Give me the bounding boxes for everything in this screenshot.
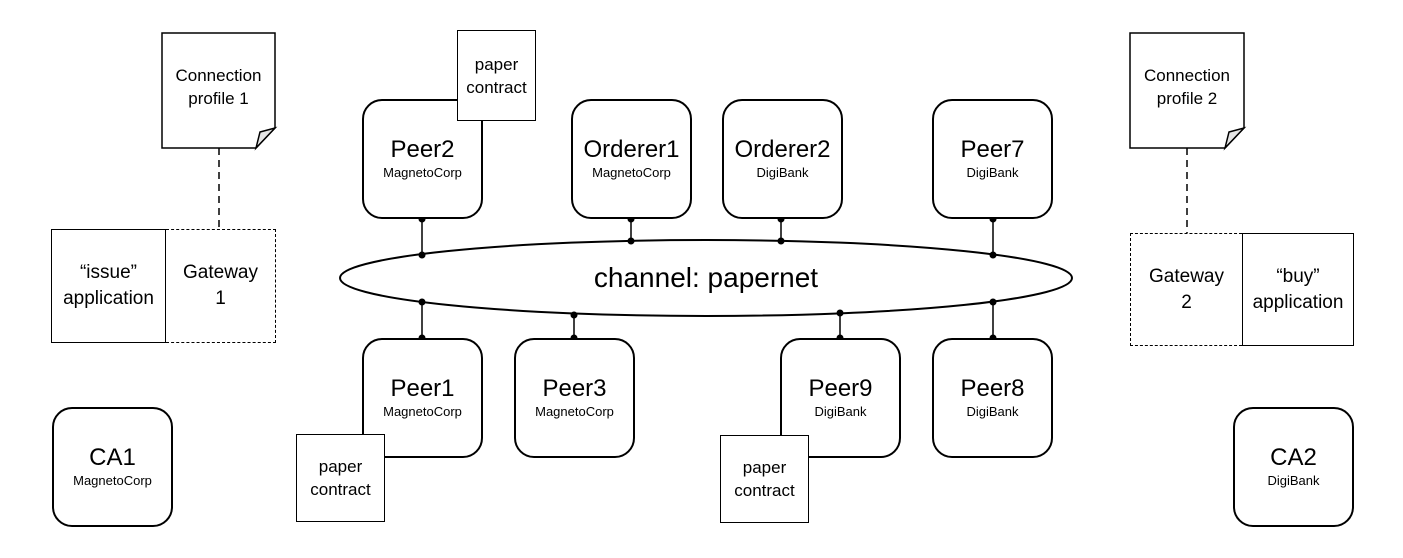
peer8-node: Peer8 DigiBank bbox=[932, 338, 1053, 458]
connection-profile-1-line1: Connection bbox=[175, 66, 262, 85]
connection-profile-2-line1: Connection bbox=[1143, 66, 1230, 85]
junction-dot bbox=[777, 237, 785, 245]
ca2-node: CA2 DigiBank bbox=[1233, 407, 1354, 527]
paper-contract-peer2: paper contract bbox=[457, 30, 536, 121]
peer7-node: Peer7 DigiBank bbox=[932, 99, 1053, 219]
peer9-name: Peer9 bbox=[808, 375, 873, 402]
junction-dot bbox=[989, 251, 997, 259]
gateway-1-line2: 1 bbox=[215, 288, 226, 309]
document-fold-icon bbox=[1223, 126, 1247, 151]
peer3-name: Peer3 bbox=[542, 375, 607, 402]
document-fold-icon bbox=[254, 126, 278, 151]
peer1-name: Peer1 bbox=[390, 375, 455, 402]
gateway-2-line2: 2 bbox=[1181, 291, 1192, 313]
junction-dot bbox=[627, 237, 635, 245]
peer3-node: Peer3 MagnetoCorp bbox=[514, 338, 635, 458]
peer2-org: MagnetoCorp bbox=[383, 165, 462, 180]
paper-contract-peer1: paper contract bbox=[296, 434, 385, 522]
issue-application-line1: “issue” bbox=[79, 262, 137, 283]
paper-contract-line2: contract bbox=[310, 480, 371, 499]
issue-application: “issue” application bbox=[51, 229, 166, 343]
orderer2-org: DigiBank bbox=[756, 165, 809, 180]
ca1-node: CA1 MagnetoCorp bbox=[52, 407, 173, 527]
peer9-org: DigiBank bbox=[814, 404, 867, 419]
connection-profile-1-line2: profile 1 bbox=[188, 89, 249, 108]
junction-dot bbox=[418, 298, 426, 306]
paper-contract-line1: paper bbox=[474, 54, 519, 74]
peer9-node: Peer9 DigiBank bbox=[780, 338, 901, 458]
peer3-org: MagnetoCorp bbox=[535, 404, 614, 419]
orderer2-node: Orderer2 DigiBank bbox=[722, 99, 843, 219]
peer8-org: DigiBank bbox=[966, 404, 1019, 419]
peer7-name: Peer7 bbox=[960, 136, 1025, 163]
buy-application-line1: “buy” bbox=[1276, 265, 1320, 287]
paper-contract-line1: paper bbox=[742, 458, 787, 477]
buy-application: “buy” application bbox=[1242, 233, 1354, 346]
paper-contract-line2: contract bbox=[466, 77, 527, 97]
connection-profile-2-line2: profile 2 bbox=[1156, 89, 1218, 108]
gateway-1-line1: Gateway bbox=[183, 262, 258, 283]
ca2-org: DigiBank bbox=[1267, 473, 1320, 488]
paper-contract-line2: contract bbox=[734, 481, 795, 500]
connection-profile-2: Connection profile 2 bbox=[1130, 52, 1244, 122]
paper-contract-peer9: paper contract bbox=[720, 435, 809, 523]
connection-profile-1: Connection profile 1 bbox=[162, 52, 275, 122]
peer7-org: DigiBank bbox=[966, 165, 1019, 180]
gateway-1: Gateway 1 bbox=[166, 229, 276, 343]
orderer1-node: Orderer1 MagnetoCorp bbox=[571, 99, 692, 219]
orderer1-org: MagnetoCorp bbox=[592, 165, 671, 180]
paper-contract-line1: paper bbox=[318, 457, 363, 476]
junction-dot bbox=[418, 251, 426, 259]
ca1-org: MagnetoCorp bbox=[73, 473, 152, 488]
peer8-name: Peer8 bbox=[960, 375, 1025, 402]
issue-application-line2: application bbox=[63, 288, 154, 309]
peer2-name: Peer2 bbox=[390, 136, 455, 163]
peer1-org: MagnetoCorp bbox=[383, 404, 462, 419]
channel-ellipse bbox=[339, 239, 1073, 317]
ca1-name: CA1 bbox=[89, 444, 136, 471]
channel-label: channel: papernet bbox=[593, 262, 819, 293]
orderer1-name: Orderer1 bbox=[583, 136, 680, 163]
junction-dot bbox=[836, 309, 844, 317]
orderer2-name: Orderer2 bbox=[734, 136, 831, 163]
ca2-name: CA2 bbox=[1270, 444, 1317, 471]
gateway-2: Gateway 2 bbox=[1130, 233, 1242, 346]
junction-dot bbox=[570, 311, 578, 319]
buy-application-line2: application bbox=[1252, 291, 1344, 313]
junction-dot bbox=[989, 298, 997, 306]
gateway-2-line1: Gateway bbox=[1149, 265, 1224, 287]
